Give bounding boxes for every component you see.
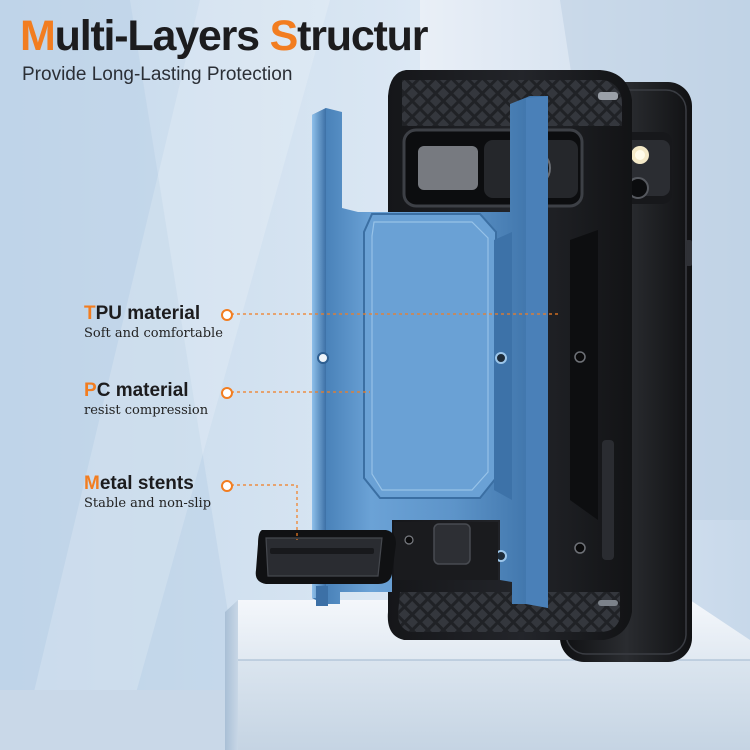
feature-tpu-description: Soft and comfortable xyxy=(84,326,223,341)
feature-pc-initial: P xyxy=(84,380,97,401)
feature-metal: Metal stents Stable and non-slip xyxy=(84,473,211,513)
feature-metal-description: Stable and non-slip xyxy=(84,496,212,511)
feature-metal-title-rest: etal stents xyxy=(99,473,194,494)
feature-tpu: TPU material Soft and comfortable xyxy=(84,303,223,343)
feature-metal-initial: M xyxy=(84,473,100,494)
headline: Multi-Layers Structur xyxy=(20,12,428,61)
headline-text-part2: tructur xyxy=(297,12,428,60)
metal-marker-icon xyxy=(221,480,233,492)
feature-tpu-title-rest: PU material xyxy=(95,303,201,324)
feature-pc-title-rest: C material xyxy=(96,380,189,401)
feature-pc: PC material resist compression xyxy=(84,380,208,420)
tpu-marker-icon xyxy=(221,309,233,321)
kickstand-icon xyxy=(255,530,396,584)
metal-frame xyxy=(312,96,548,608)
feature-tpu-initial: T xyxy=(84,303,96,324)
feature-metal-title: Metal stents xyxy=(84,473,211,495)
feature-tpu-title: TPU material xyxy=(84,303,223,325)
headline-accent-letter-2: S xyxy=(269,12,299,60)
feature-pc-title: PC material xyxy=(84,380,208,402)
headline-text-part1: ulti-Layers xyxy=(54,12,270,60)
subheadline: Provide Long-Lasting Protection xyxy=(22,64,293,85)
pc-marker-icon xyxy=(221,387,233,399)
headline-accent-letter: M xyxy=(20,12,56,60)
feature-pc-description: resist compression xyxy=(84,403,209,418)
